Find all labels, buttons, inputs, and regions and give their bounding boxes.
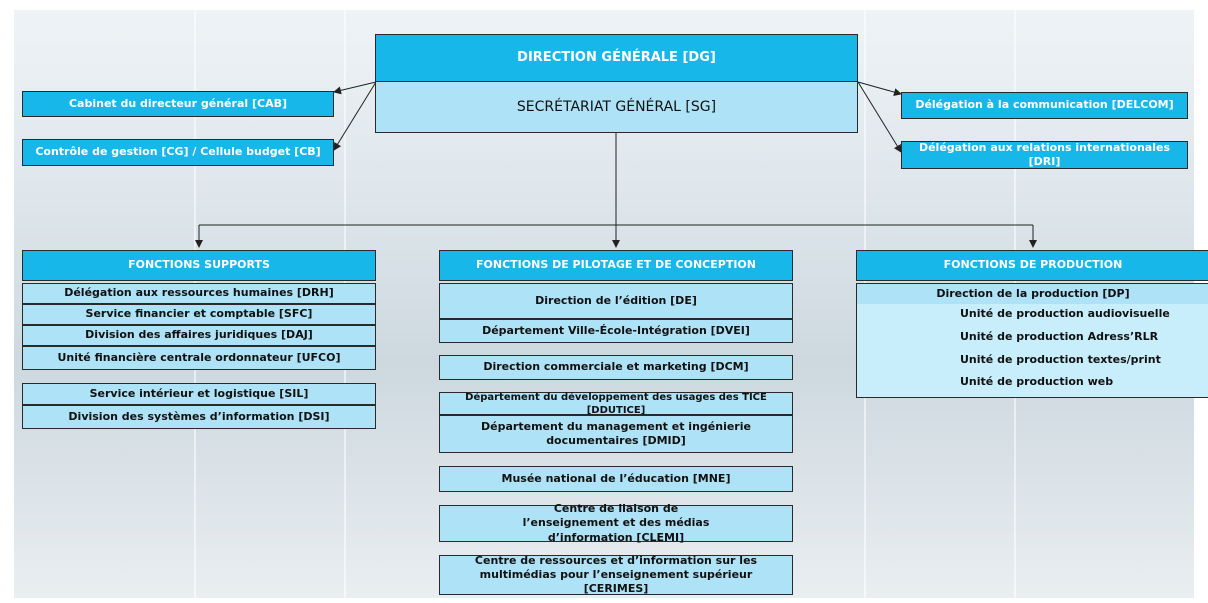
edition-box: Direction de l’édition [DE] (439, 283, 793, 319)
supports-item: Division des systèmes d’information [DSI… (22, 405, 376, 429)
dp-row: Direction de la production [DP] (857, 284, 1208, 304)
dcm-box: Direction commerciale et marketing [DCM] (439, 355, 793, 380)
direction-generale-box: DIRECTION GÉNÉRALE [DG] (375, 34, 858, 82)
supports-item: Délégation aux ressources humaines [DRH] (22, 283, 376, 304)
mne-box: Musée national de l’éducation [MNE] (439, 466, 793, 492)
production-unit: Unité de production audiovisuelle (960, 307, 1170, 320)
supports-item: Service intérieur et logistique [SIL] (22, 383, 376, 405)
supports-item: Division des affaires juridiques [DAJ] (22, 325, 376, 346)
production-unit: Unité de production textes/print (960, 353, 1161, 366)
production-unit: Unité de production web (960, 375, 1114, 388)
production-header: FONCTIONS DE PRODUCTION (856, 250, 1208, 281)
secretariat-general-box: SECRÉTARIAT GÉNÉRAL [SG] (375, 82, 858, 133)
production-unit: Unité de production Adress’RLR (960, 330, 1159, 343)
delcom-box: Délégation à la communication [DELCOM] (901, 92, 1188, 119)
production-panel: Direction de la production [DP] (856, 283, 1208, 398)
cerimes-box: Centre de ressources et d’information su… (439, 554, 793, 595)
dmid-box: Département du management et ingénierie … (439, 415, 793, 453)
supports-header: FONCTIONS SUPPORTS (22, 250, 376, 281)
clemi-box: Centre de liaison de l’enseignement et d… (439, 502, 793, 544)
controle-gestion-box: Contrôle de gestion [CG] / Cellule budge… (22, 139, 334, 166)
supports-item: Unité financière centrale ordonnateur [U… (22, 346, 376, 370)
dvei-box: Département Ville-École-Intégration [DVE… (439, 319, 793, 343)
ddutice-box: Département du développement des usages … (439, 392, 793, 416)
dri-box: Délégation aux relations internationales… (901, 141, 1188, 169)
supports-item: Service financier et comptable [SFC] (22, 304, 376, 325)
pilotage-header: FONCTIONS DE PILOTAGE ET DE CONCEPTION (439, 250, 793, 281)
cabinet-box: Cabinet du directeur général [CAB] (22, 91, 334, 117)
